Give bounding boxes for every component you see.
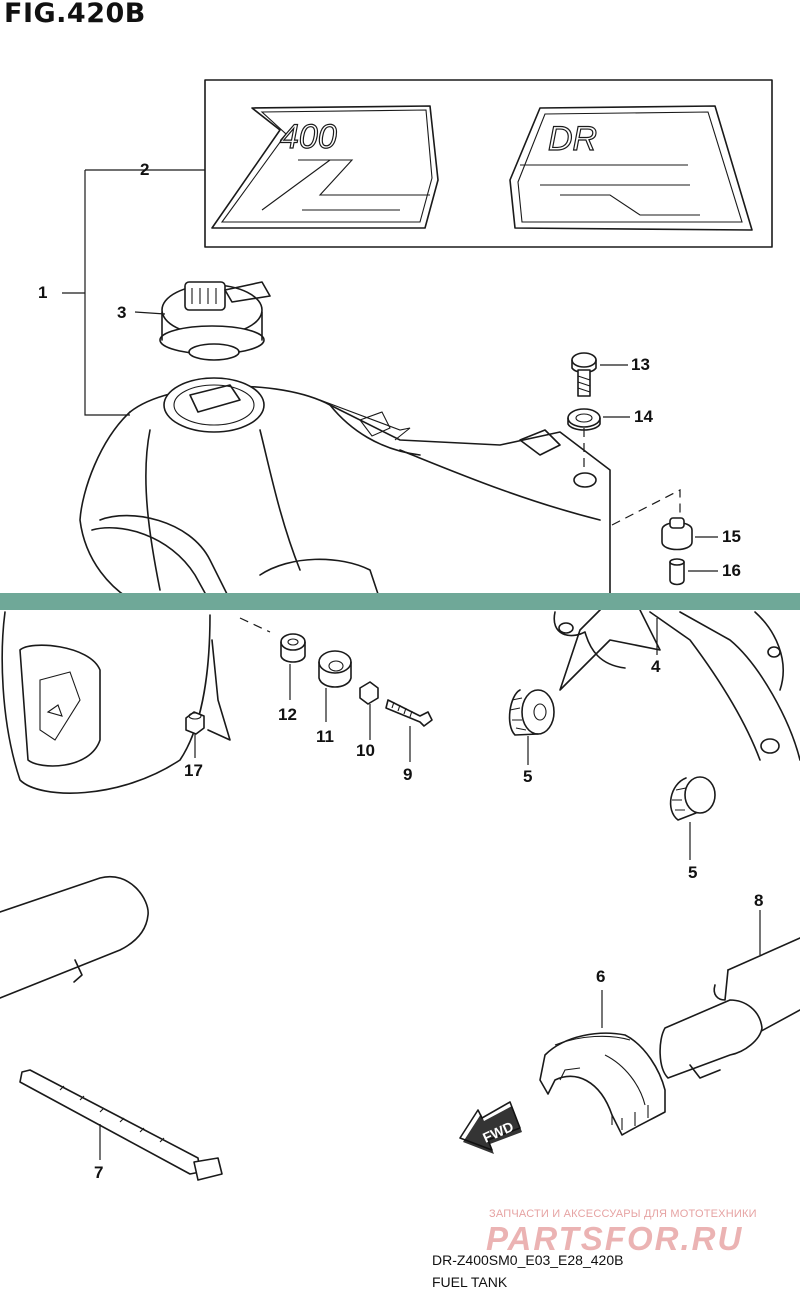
callout-17: 17	[184, 761, 203, 780]
callout-14: 14	[634, 407, 653, 426]
decal-set-part-2: 400 DR	[204, 79, 773, 248]
watermark-logo: PARTSFOR.RU	[486, 1220, 744, 1257]
leader-lines-1-2	[62, 169, 205, 416]
forward-direction-arrow: FWD	[459, 1101, 522, 1154]
decal-left-lettering: 400	[280, 118, 337, 156]
bolt-part-9	[385, 699, 433, 762]
callout-1: 1	[38, 283, 48, 302]
grommet-part-12	[280, 633, 306, 700]
callout-7: 7	[94, 1163, 104, 1182]
callout-4: 4	[651, 657, 661, 676]
collar-part-16	[669, 558, 718, 586]
callout-2: 2	[140, 160, 150, 179]
decal-right-lettering: DR	[548, 120, 597, 158]
watermark-tagline: ЗАПЧАСТИ И АКСЕССУАРЫ ДЛЯ МОТОТЕХНИКИ	[489, 1208, 757, 1220]
cable-tie-part-7	[19, 1069, 223, 1181]
callout-5-lower: 5	[688, 863, 698, 882]
figure-title: FIG.420B	[4, 0, 146, 29]
fuel-tank-part-1	[79, 377, 681, 691]
nut-part-10	[359, 681, 379, 740]
fuel-tank-lower-section	[1, 611, 800, 794]
callout-9: 9	[403, 765, 413, 784]
clamp-part-6	[539, 990, 666, 1136]
hose-section-left	[0, 875, 149, 999]
callout-11: 11	[316, 727, 334, 746]
callout-10: 10	[356, 741, 375, 760]
cushion-part-5-upper	[508, 689, 555, 765]
cushion-part-15	[661, 517, 718, 551]
collar-part-11	[318, 650, 352, 722]
fuel-cap-part-3	[134, 281, 271, 361]
nut-part-17	[185, 711, 205, 758]
callout-8: 8	[754, 891, 764, 910]
grommet-part-14	[567, 408, 630, 431]
hose-part-8	[659, 910, 800, 1079]
callout-5-upper: 5	[523, 767, 533, 786]
callout-15: 15	[722, 527, 741, 546]
callout-6: 6	[596, 967, 606, 986]
figure-caption: FUEL TANK	[432, 1274, 508, 1290]
cushion-part-5-lower	[669, 776, 716, 860]
scan-band	[0, 593, 800, 610]
bolt-part-13	[571, 352, 628, 397]
callout-16: 16	[722, 561, 741, 580]
callout-13: 13	[631, 355, 650, 374]
model-code: DR-Z400SM0_E03_E28_420B	[432, 1252, 624, 1268]
callout-12: 12	[278, 705, 297, 724]
callout-3: 3	[117, 303, 127, 322]
